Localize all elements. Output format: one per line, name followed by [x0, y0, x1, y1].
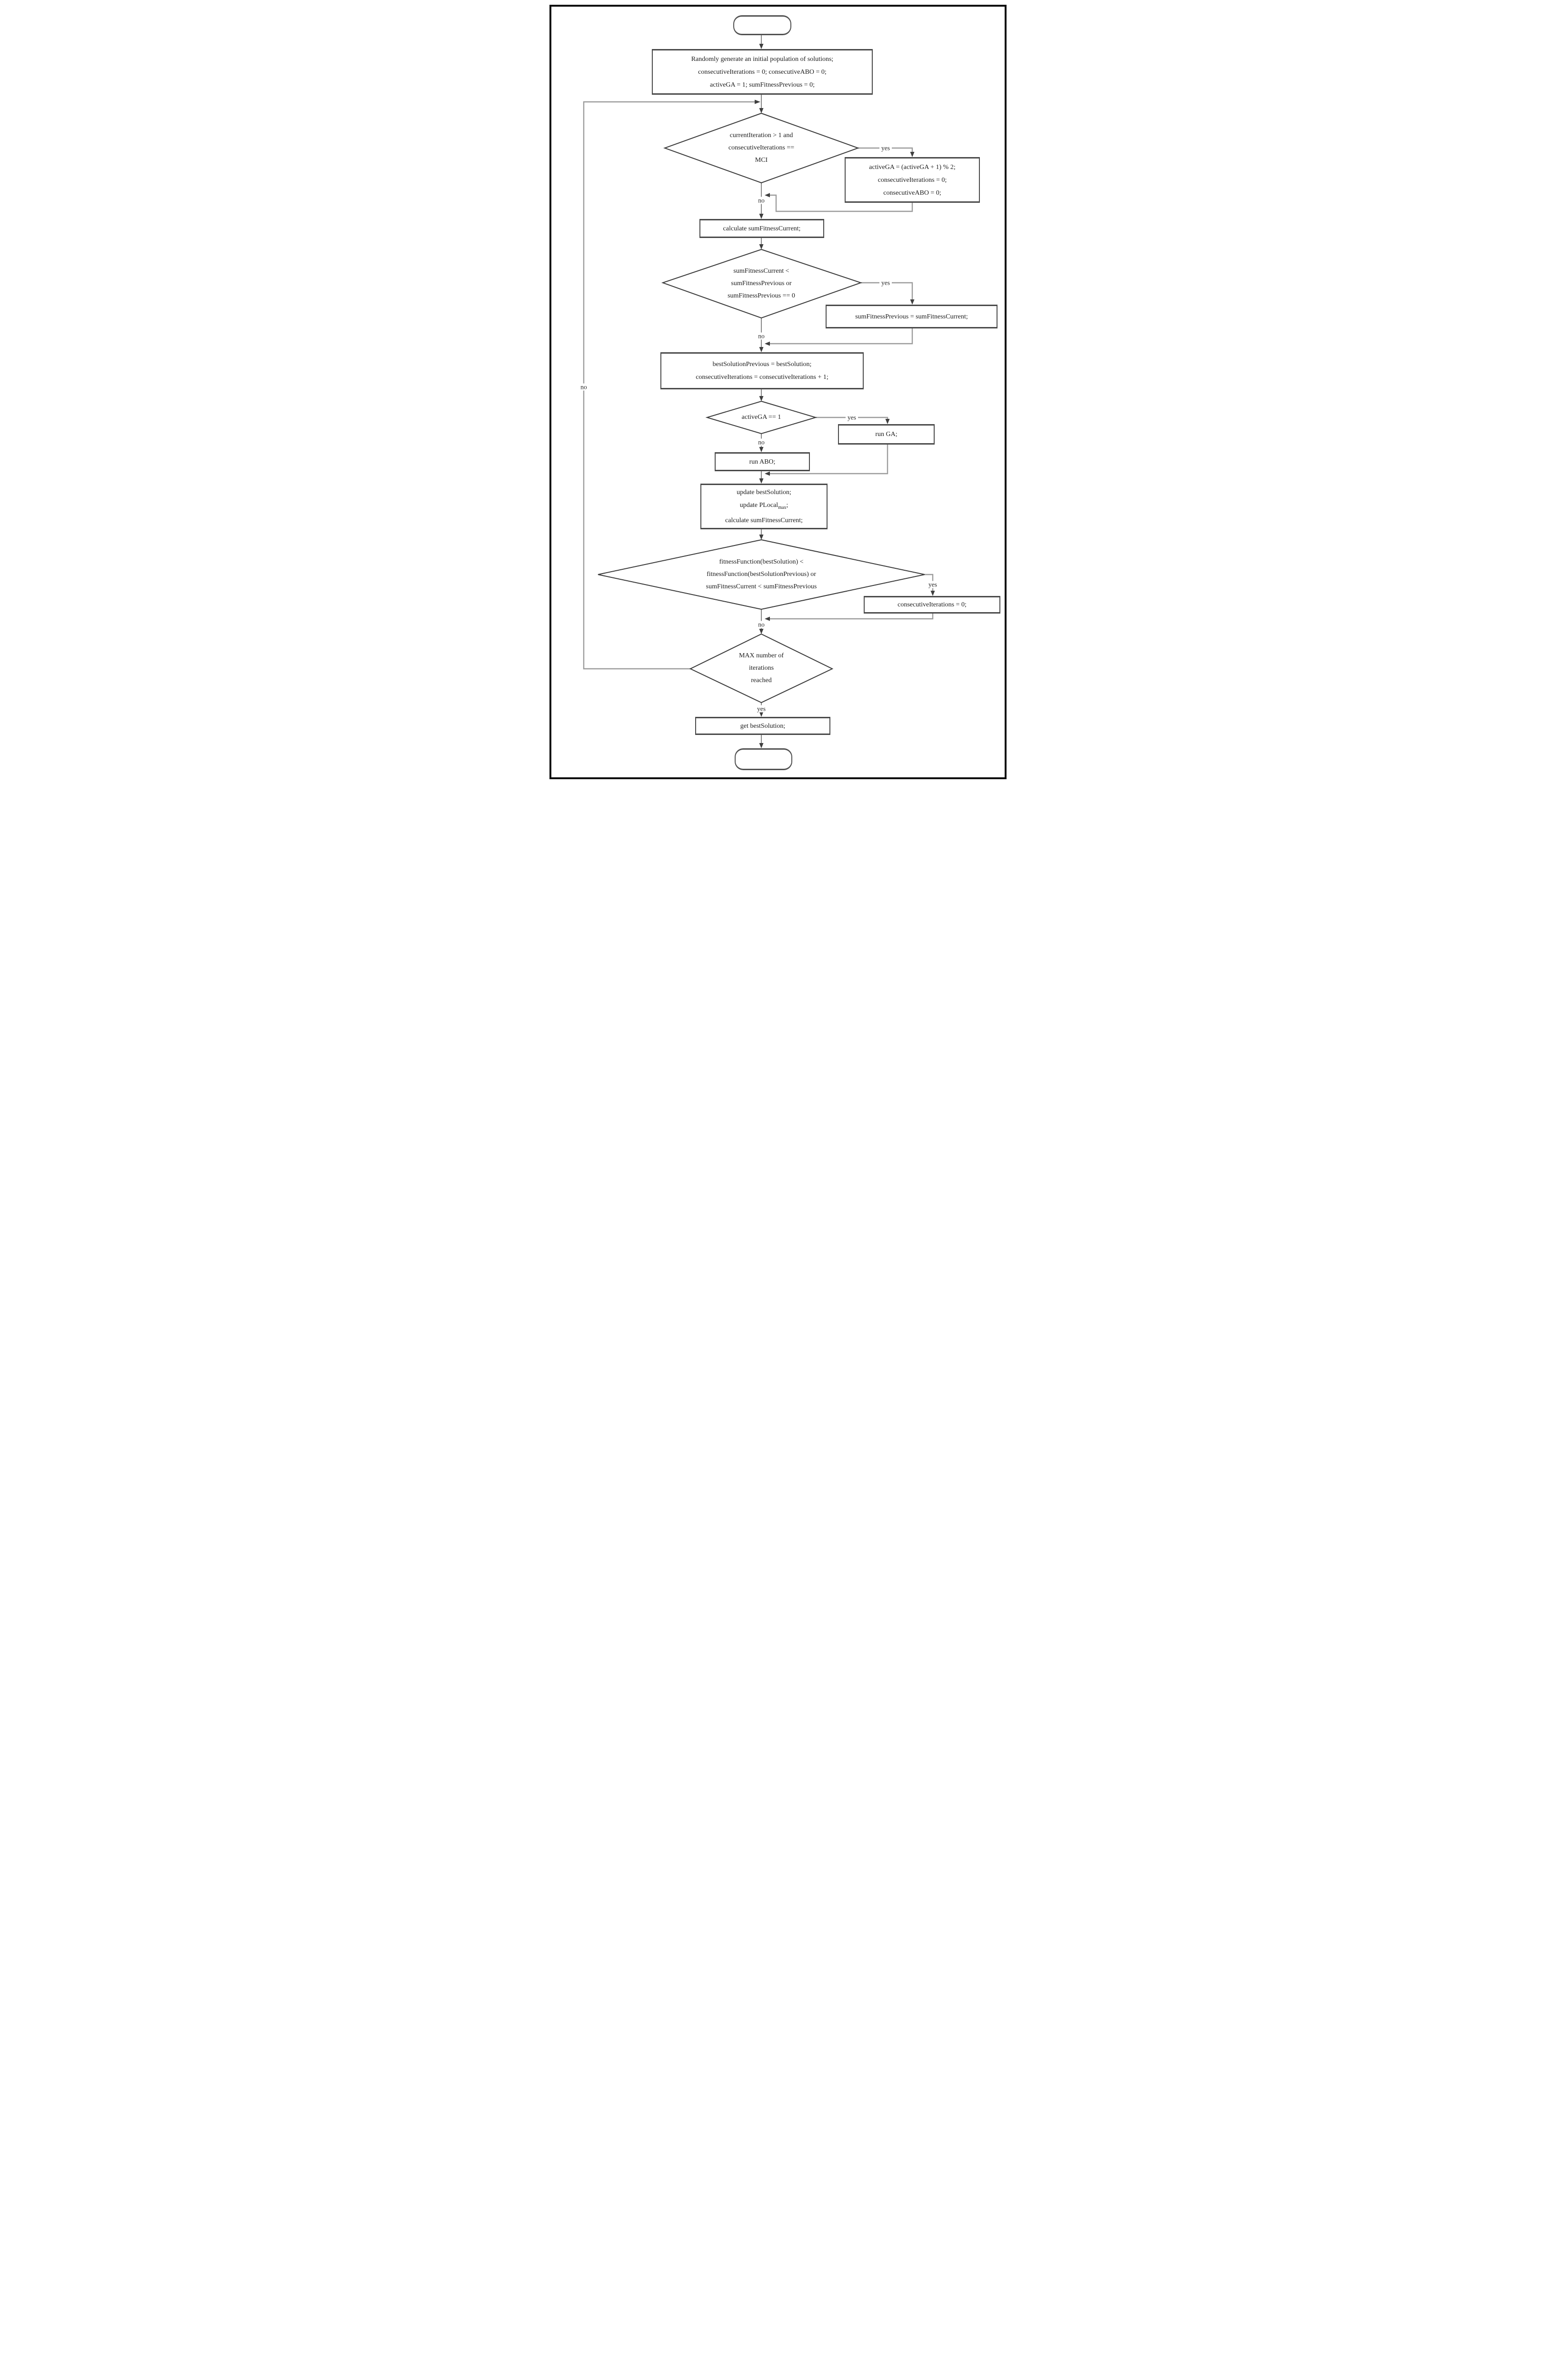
store-best-line-1: bestSolutionPrevious = bestSolution;: [712, 361, 812, 368]
node-calc-sum-fitness: calculate sumFitnessCurrent;: [699, 219, 824, 238]
diamond-improvement-check-shape: [598, 539, 925, 610]
arrowhead-run-abo: [759, 447, 764, 452]
mci-check-line-3: MCI: [755, 157, 768, 164]
diamond-sum-fitness-check-shape: [661, 248, 863, 319]
arrowhead-init: [759, 44, 764, 49]
diamond-max-check-shape: [689, 633, 834, 704]
node-update-best: update bestSolution; update PLocalmax; c…: [700, 484, 828, 529]
diamond-mci-check-shape: [663, 112, 859, 184]
node-store-best-solution: bestSolutionPrevious = bestSolution; con…: [660, 352, 864, 389]
arrowhead-sum-fitness-check: [759, 244, 764, 249]
run-abo-label: run ABO;: [749, 458, 776, 466]
active-ga-check-line: activeGA == 1: [741, 414, 781, 421]
arrowhead-run-ga-return-left: [765, 471, 770, 476]
arrowhead-store-sum-fitness: [910, 299, 915, 305]
active-ga-check-text: activeGA == 1: [742, 411, 781, 424]
arrowhead-store-best-solution: [759, 347, 764, 352]
edge-reset-consecutive-return: [770, 614, 934, 620]
run-ga-label: run GA;: [875, 431, 898, 438]
sum-fitness-check-text: sumFitnessCurrent < sumFitnessPrevious o…: [728, 265, 795, 302]
improvement-check-line-3: sumFitnessCurrent < sumFitnessPrevious: [706, 583, 817, 590]
arrowhead-run-ga: [885, 419, 890, 424]
node-init: Randomly generate an initial population …: [652, 49, 873, 95]
edge-label-improvement-no: no: [756, 621, 767, 628]
toggle-line-1: activeGA = (activeGA + 1) % 2;: [869, 163, 956, 171]
max-check-text: MAX number of iterations reached: [739, 650, 784, 687]
arrowhead-end: [759, 743, 764, 748]
calc-sum-fitness-label: calculate sumFitnessCurrent;: [723, 225, 801, 232]
arrowhead-toggle-return-left: [765, 193, 770, 198]
init-line-2: consecutiveIterations = 0; consecutiveAB…: [698, 68, 827, 76]
improvement-check-line-1: fitnessFunction(bestSolution) <: [719, 558, 804, 565]
max-check-line-1: MAX number of: [738, 652, 784, 659]
max-check-line-3: reached: [751, 677, 772, 684]
edge-label-max-yes: yes: [755, 705, 768, 713]
edge-label-active-ga-no: no: [756, 438, 767, 446]
update-plocal-main: update PLocal: [739, 502, 778, 509]
edge-run-ga-return: [770, 445, 888, 475]
edge-label-active-ga-yes: yes: [846, 414, 858, 421]
node-reset-consecutive: consecutiveIterations = 0;: [864, 596, 1000, 614]
arrowhead-get-best: [759, 712, 764, 717]
update-best-line-3: calculate sumFitnessCurrent;: [725, 517, 803, 524]
edge-label-improvement-yes: yes: [927, 581, 939, 588]
update-plocal-subscript: max: [778, 505, 787, 510]
arrowhead-toggle-algorithm: [910, 152, 915, 157]
toggle-line-3: consecutiveABO = 0;: [883, 189, 941, 197]
sum-fitness-check-line-2: sumFitnessPrevious or: [731, 280, 792, 287]
arrowhead-mci-check: [759, 108, 764, 113]
update-plocal-semicolon: ;: [786, 502, 788, 509]
diamond-active-ga-check-shape: [705, 400, 818, 435]
arrowhead-feedback-right: [755, 99, 760, 104]
start-terminal: [733, 15, 791, 35]
update-best-line-2: update PLocalmax;: [740, 499, 788, 514]
edge-label-mci-yes: yes: [879, 144, 892, 152]
arrowhead-max-check: [759, 629, 764, 634]
arrowhead-store-sum-return-left: [765, 341, 770, 346]
init-line-1: Randomly generate an initial population …: [691, 55, 834, 63]
node-get-best-solution: get bestSolution;: [695, 717, 830, 735]
arrowhead-reset-consecutive: [930, 591, 935, 596]
edge-sum-fitness-check-yes: [861, 282, 913, 299]
flowchart-canvas: [583, 35, 935, 748]
arrowhead-update-best: [759, 478, 764, 484]
edge-label-sum-fitness-yes: yes: [879, 279, 892, 287]
flowchart-page: Randomly generate an initial population …: [545, 0, 1011, 784]
get-best-solution-label: get bestSolution;: [740, 722, 786, 730]
node-toggle-algorithm: activeGA = (activeGA + 1) % 2; consecuti…: [845, 157, 980, 203]
init-line-3: activeGA = 1; sumFitnessPrevious = 0;: [710, 81, 815, 89]
arrowhead-calc-sum-fitness: [759, 214, 764, 219]
edge-active-ga-check-yes: [816, 416, 888, 419]
reset-consecutive-label: consecutiveIterations = 0;: [898, 601, 967, 608]
sum-fitness-check-line-3: sumFitnessPrevious == 0: [728, 292, 795, 299]
node-store-sum-fitness: sumFitnessPrevious = sumFitnessCurrent;: [826, 305, 997, 328]
mci-check-line-2: consecutiveIterations ==: [728, 144, 795, 151]
toggle-line-2: consecutiveIterations = 0;: [878, 176, 947, 184]
arrowhead-reset-return-left: [765, 616, 770, 621]
improvement-check-line-2: fitnessFunction(bestSolutionPrevious) or: [707, 571, 816, 578]
edge-label-mci-no: no: [756, 197, 767, 204]
node-run-ga: run GA;: [838, 424, 935, 445]
max-check-line-2: iterations: [748, 664, 774, 672]
edge-label-max-no: no: [579, 383, 589, 391]
store-sum-fitness-label: sumFitnessPrevious = sumFitnessCurrent;: [855, 313, 968, 320]
arrowhead-active-ga-check: [759, 396, 764, 401]
mci-check-line-1: currentIteration > 1 and: [729, 132, 793, 139]
end-terminal: [735, 748, 792, 770]
edge-label-sum-fitness-no: no: [756, 332, 767, 340]
edge-store-sum-fitness-return: [770, 328, 913, 345]
mci-check-text: currentIteration > 1 and consecutiveIter…: [728, 129, 794, 167]
edge-mci-check-yes: [858, 147, 913, 152]
arrowhead-improvement-check: [759, 535, 764, 540]
edge-toggle-algorithm-return: [770, 194, 913, 212]
node-run-abo: run ABO;: [715, 452, 810, 471]
sum-fitness-check-line-1: sumFitnessCurrent <: [733, 268, 789, 275]
store-best-line-2: consecutiveIterations = consecutiveItera…: [696, 374, 828, 381]
improvement-check-text: fitnessFunction(bestSolution) < fitnessF…: [706, 556, 817, 593]
update-best-line-1: update bestSolution;: [737, 489, 791, 496]
